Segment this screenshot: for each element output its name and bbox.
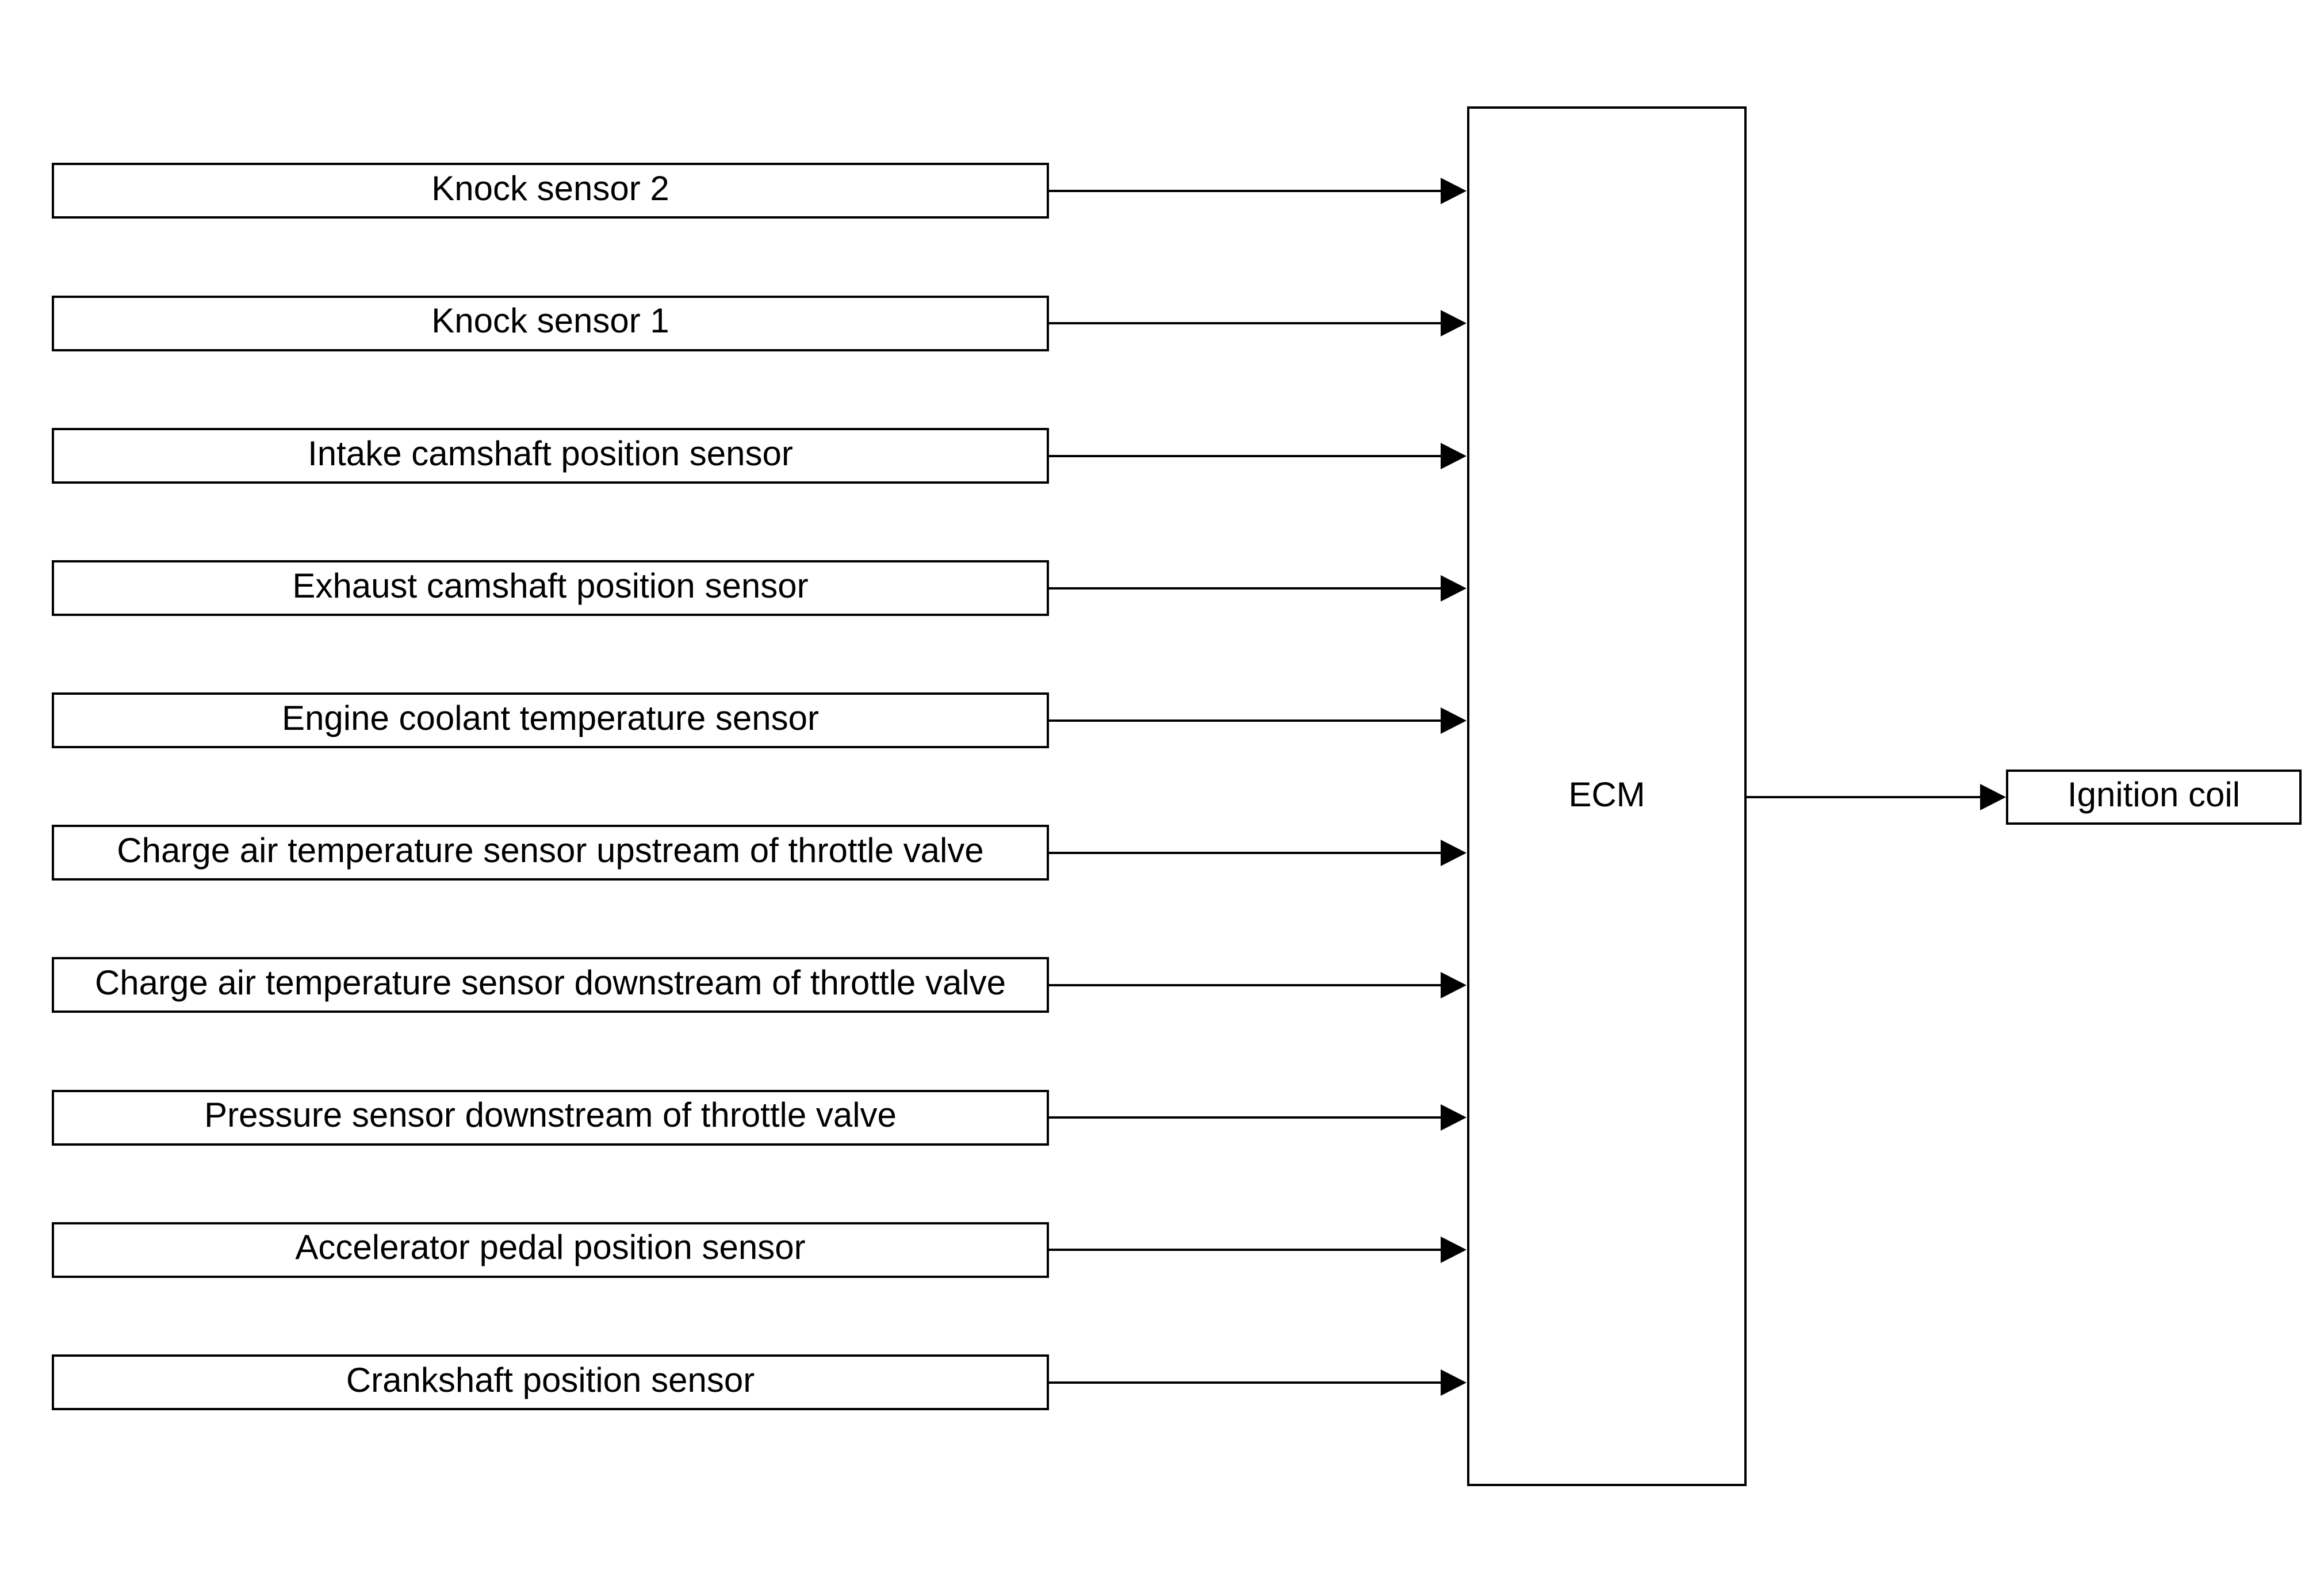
arrow-head bbox=[1441, 1237, 1467, 1263]
arrow-head bbox=[1441, 443, 1467, 469]
arrow-head bbox=[1441, 707, 1467, 734]
input-box bbox=[52, 296, 1049, 351]
arrow-head bbox=[1441, 1104, 1467, 1131]
ecm-box bbox=[1467, 106, 1747, 1486]
input-block-accelerator-pedal-position-sensor: Accelerator pedal position sensor bbox=[52, 1222, 1467, 1278]
input-block-charge-air-temp-upstream: Charge air temperature sensor upstream o… bbox=[52, 825, 1467, 881]
input-label: Engine coolant temperature sensor bbox=[282, 699, 819, 737]
arrow-head bbox=[1441, 840, 1467, 866]
output-block-ignition-coil: Ignition coil bbox=[1745, 770, 2302, 825]
input-box bbox=[52, 957, 1049, 1013]
input-box bbox=[52, 1222, 1049, 1278]
input-block-pressure-sensor-downstream: Pressure sensor downstream of throttle v… bbox=[52, 1090, 1467, 1146]
arrow-head bbox=[1441, 575, 1467, 602]
arrow-head bbox=[1441, 972, 1467, 998]
output-box bbox=[2006, 770, 2302, 825]
input-box bbox=[52, 560, 1049, 616]
input-box bbox=[52, 428, 1049, 484]
input-label: Knock sensor 1 bbox=[431, 301, 669, 340]
arrow-head bbox=[1441, 310, 1467, 336]
input-block-crankshaft-position-sensor: Crankshaft position sensor bbox=[52, 1354, 1467, 1410]
input-label: Pressure sensor downstream of throttle v… bbox=[204, 1096, 897, 1134]
input-block-knock-sensor-2: Knock sensor 2 bbox=[52, 163, 1467, 219]
arrow-head bbox=[1441, 178, 1467, 204]
input-block-intake-camshaft-position-sensor: Intake camshaft position sensor bbox=[52, 428, 1467, 484]
input-block-exhaust-camshaft-position-sensor: Exhaust camshaft position sensor bbox=[52, 560, 1467, 616]
input-label: Crankshaft position sensor bbox=[346, 1361, 755, 1399]
output-label: Ignition coil bbox=[2068, 775, 2240, 814]
ecm-label: ECM bbox=[1568, 775, 1645, 814]
arrow-head bbox=[1441, 1369, 1467, 1396]
arrow-head bbox=[1980, 784, 2006, 810]
input-box bbox=[52, 163, 1049, 219]
input-label: Accelerator pedal position sensor bbox=[295, 1228, 805, 1266]
input-label: Exhaust camshaft position sensor bbox=[292, 567, 808, 605]
input-label: Charge air temperature sensor downstream… bbox=[95, 963, 1006, 1002]
input-block-engine-coolant-temperature-sensor: Engine coolant temperature sensor bbox=[52, 692, 1467, 748]
input-block-charge-air-temp-downstream: Charge air temperature sensor downstream… bbox=[52, 957, 1467, 1013]
input-label: Charge air temperature sensor upstream o… bbox=[117, 831, 983, 870]
input-block-knock-sensor-1: Knock sensor 1 bbox=[52, 296, 1467, 351]
ecm-block: ECM bbox=[1467, 106, 1747, 1486]
input-label: Knock sensor 2 bbox=[431, 169, 669, 208]
input-box bbox=[52, 1354, 1049, 1410]
input-label: Intake camshaft position sensor bbox=[308, 434, 793, 473]
